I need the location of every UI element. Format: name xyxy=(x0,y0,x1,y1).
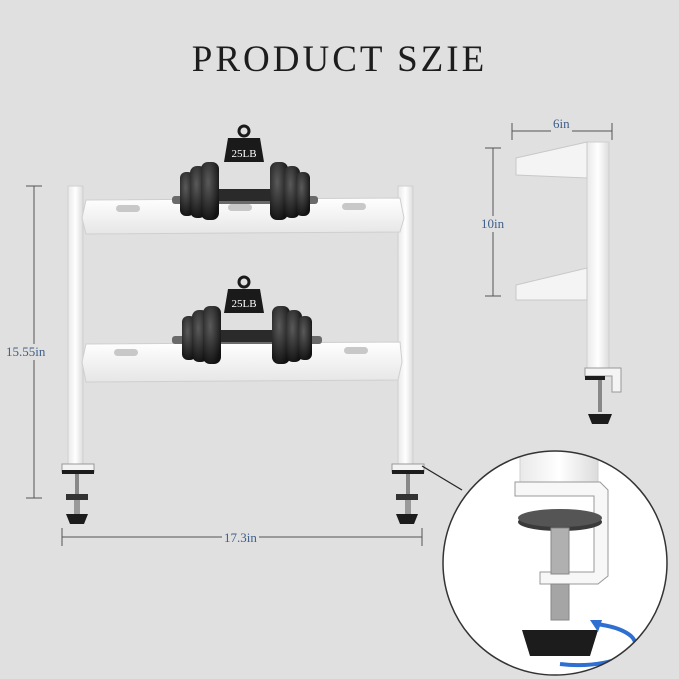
side-lower-bracket xyxy=(515,267,588,301)
left-clamp xyxy=(61,463,95,524)
weight-badge-bottom: 25LB xyxy=(224,275,264,313)
side-view xyxy=(515,141,622,424)
side-pole xyxy=(586,141,610,369)
left-pole xyxy=(67,185,84,469)
clamp-zoom-detail xyxy=(442,450,668,676)
right-clamp xyxy=(391,463,425,524)
width-dimension-label: 17.3in xyxy=(222,530,259,546)
side-upper-bracket xyxy=(515,141,588,179)
height-dimension-label: 15.55in xyxy=(4,344,48,360)
weight-label-bottom: 25LB xyxy=(231,298,256,310)
weight-badge-top: 25LB xyxy=(224,124,264,162)
bottom-dumbbell xyxy=(172,306,322,364)
shelf-gap-dimension-label: 10in xyxy=(479,216,507,232)
zoom-connector-line xyxy=(421,465,463,491)
bottom-shelf xyxy=(81,341,403,383)
top-dumbbell xyxy=(172,162,318,220)
weight-label-top: 25LB xyxy=(231,148,256,160)
top-shelf xyxy=(81,197,405,235)
page-title: PRODUCT SZIE xyxy=(191,39,488,80)
rack-front-view: 25LB 25LB xyxy=(61,124,425,524)
height-dimension-line xyxy=(26,185,42,499)
shelf-depth-dimension-label: 6in xyxy=(551,116,572,132)
